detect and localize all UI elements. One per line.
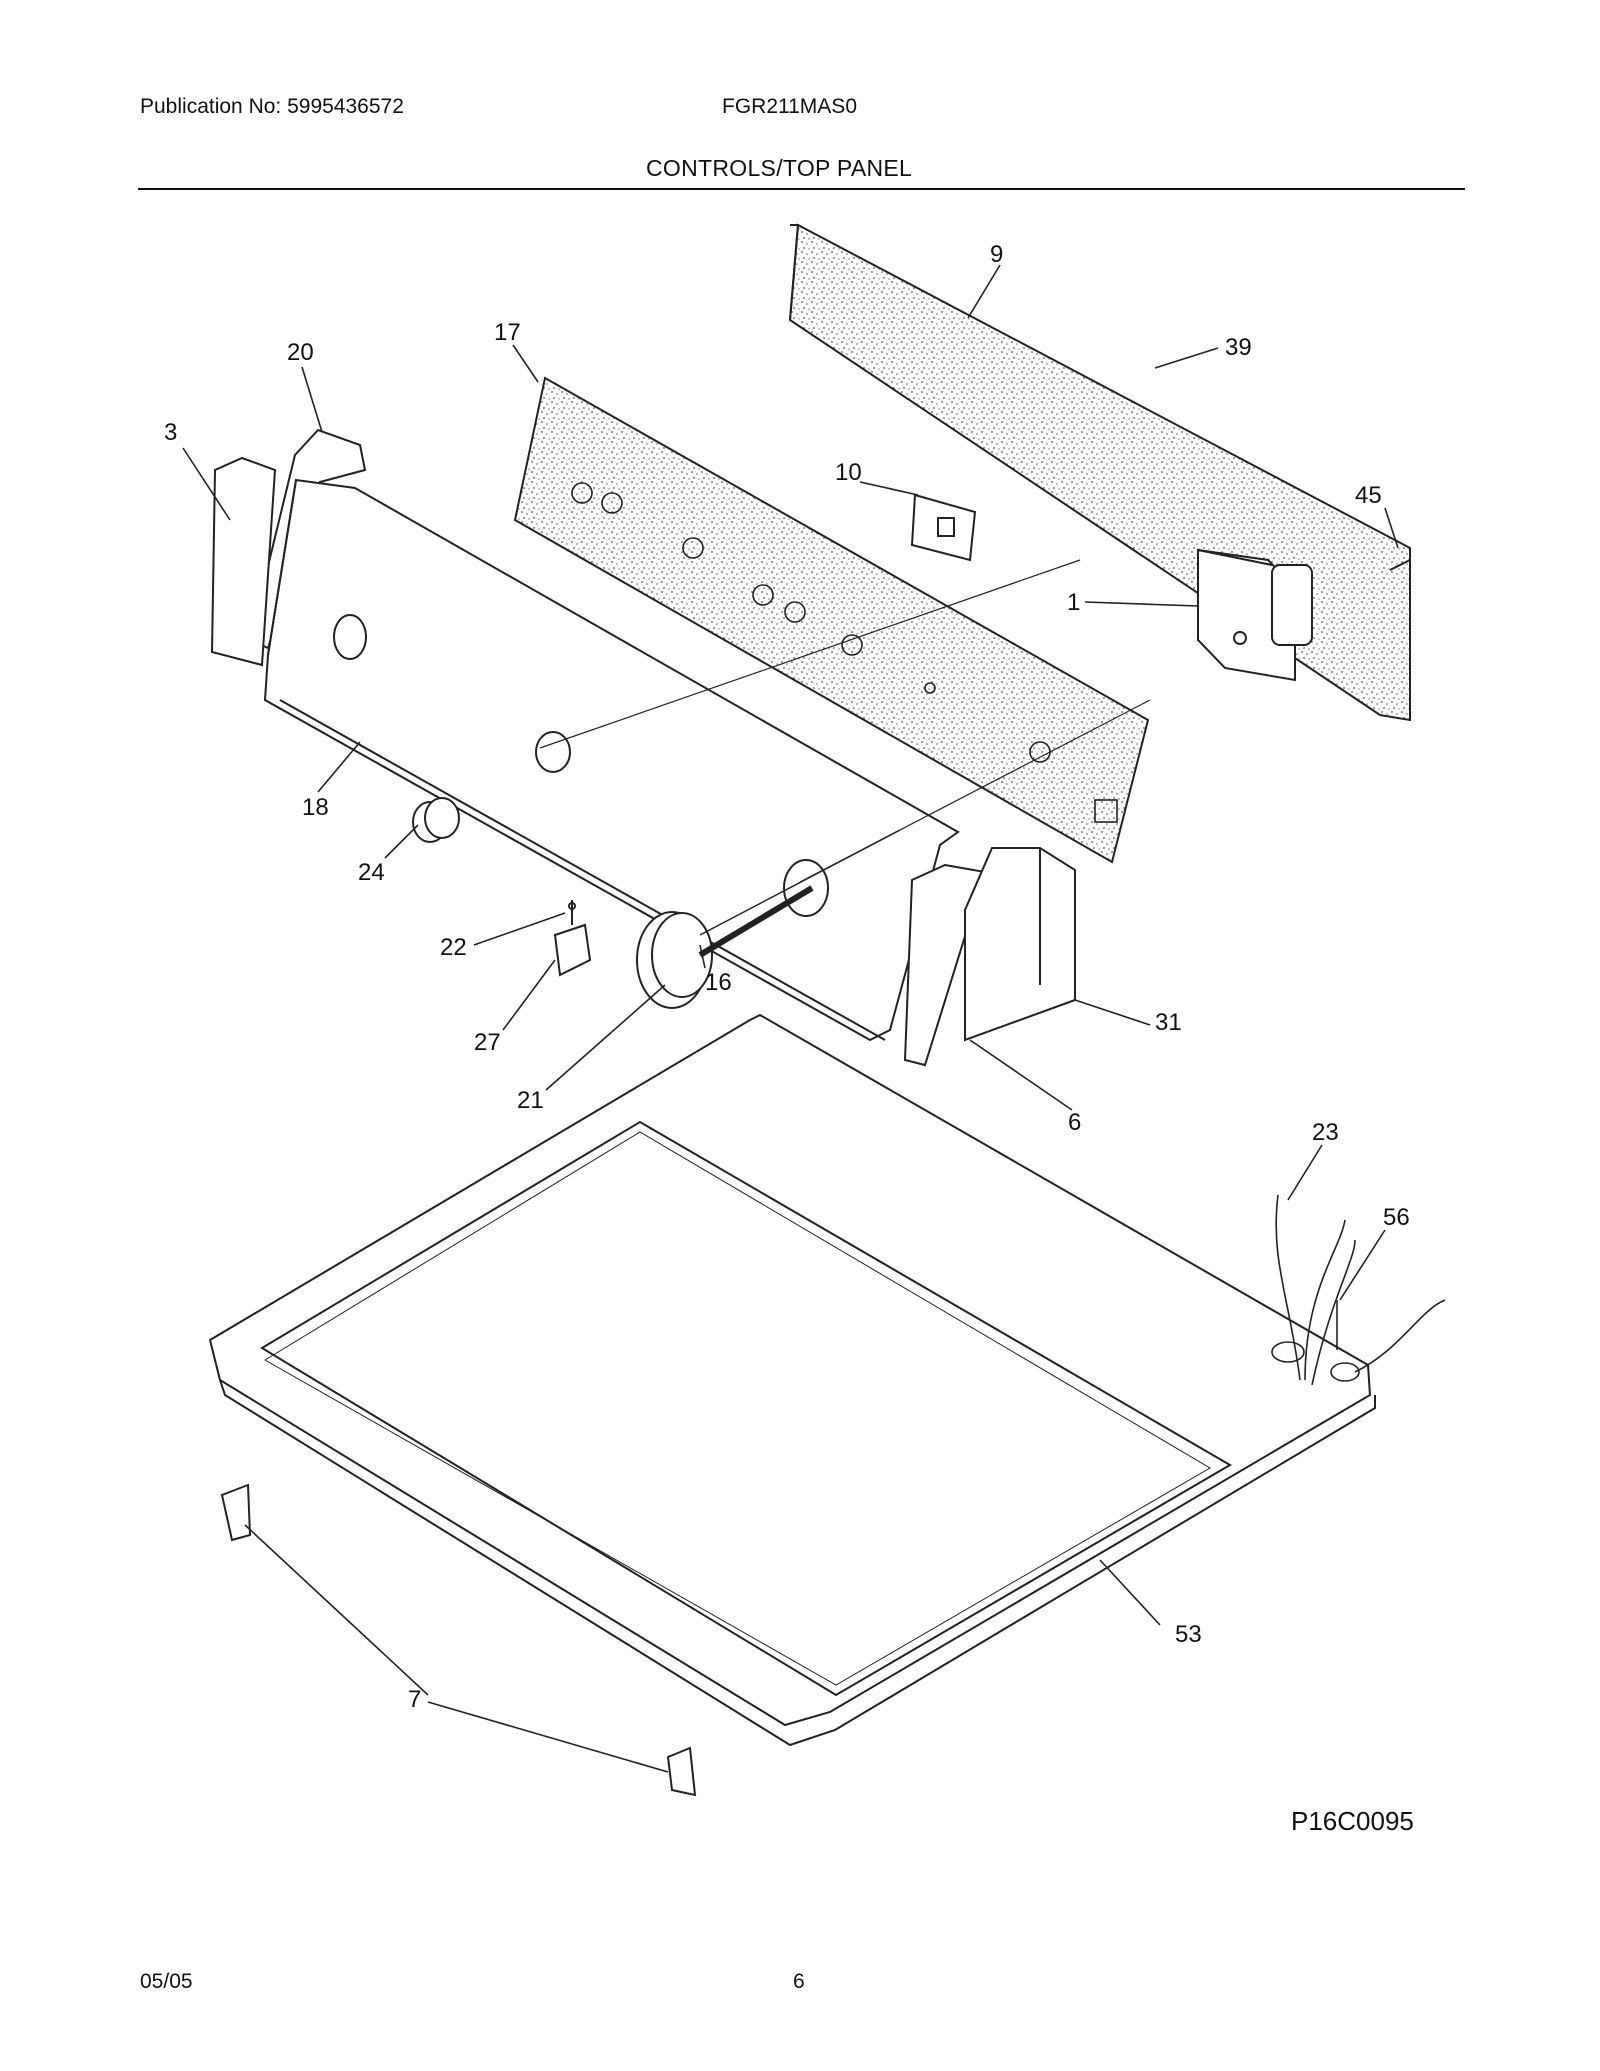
callout-24: 24 xyxy=(358,859,385,886)
switch xyxy=(910,493,977,562)
callout-labels: 9 39 17 20 10 45 3 1 18 24 22 16 27 31 2… xyxy=(164,241,1410,1713)
callout-31: 31 xyxy=(1155,1009,1182,1036)
clip-7b xyxy=(666,1746,697,1797)
timer-block xyxy=(1197,548,1313,682)
section-title: CONTROLS/TOP PANEL xyxy=(646,155,913,181)
console xyxy=(263,478,960,1042)
clip-7a xyxy=(220,1483,252,1542)
callout-3: 3 xyxy=(164,419,177,446)
model-number: FGR211MAS0 xyxy=(722,95,857,118)
footer-date: 05/05 xyxy=(140,1970,193,1993)
callout-21: 21 xyxy=(517,1087,544,1114)
left-end-cap xyxy=(210,456,277,667)
callout-45: 45 xyxy=(1355,482,1382,509)
callout-20: 20 xyxy=(287,339,314,366)
callout-56: 56 xyxy=(1383,1204,1410,1231)
publication-number: Publication No: 5995436572 xyxy=(140,95,404,118)
callout-39: 39 xyxy=(1225,334,1252,361)
callout-17: 17 xyxy=(494,319,521,346)
wire-harness xyxy=(1271,1194,1446,1386)
clip-27 xyxy=(553,923,592,977)
diagram-reference-code: P16C0095 xyxy=(1291,1806,1414,1836)
callout-7: 7 xyxy=(408,1686,421,1713)
callout-27: 27 xyxy=(474,1029,501,1056)
callout-18: 18 xyxy=(302,794,329,821)
callout-53: 53 xyxy=(1175,1621,1202,1648)
callout-10: 10 xyxy=(835,459,862,486)
callout-1: 1 xyxy=(1067,589,1080,616)
callout-9: 9 xyxy=(990,241,1003,268)
control-knob-21 xyxy=(636,911,713,1009)
top-panel xyxy=(208,1013,1376,1747)
callout-6: 6 xyxy=(1068,1109,1081,1136)
page-number: 6 xyxy=(793,1970,805,1993)
right-end-bracket xyxy=(964,847,1076,1042)
callout-16: 16 xyxy=(705,969,732,996)
callout-22: 22 xyxy=(440,934,467,961)
callout-23: 23 xyxy=(1312,1119,1339,1146)
header-rule xyxy=(138,188,1465,190)
knob-24 xyxy=(412,797,460,843)
